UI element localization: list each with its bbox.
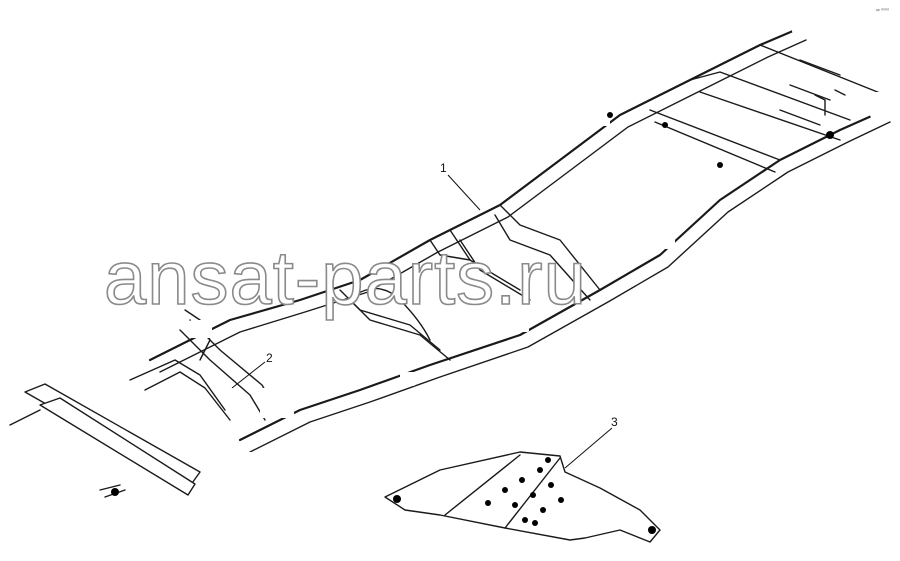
callout-3-label: 3	[611, 415, 618, 429]
watermark-text: ansat-parts.ru	[104, 236, 587, 321]
callout-1: 1	[440, 161, 481, 211]
callout-3: 3	[564, 415, 618, 469]
skid-plate	[384, 451, 661, 543]
callout-2-label: 2	[266, 351, 273, 365]
corner-code: ᵃᵖ ⁰⁰⁰⁰	[876, 8, 889, 14]
callout-2: 2	[231, 351, 273, 389]
chassis-frame	[9, 20, 891, 498]
callout-1-label: 1	[440, 161, 447, 175]
